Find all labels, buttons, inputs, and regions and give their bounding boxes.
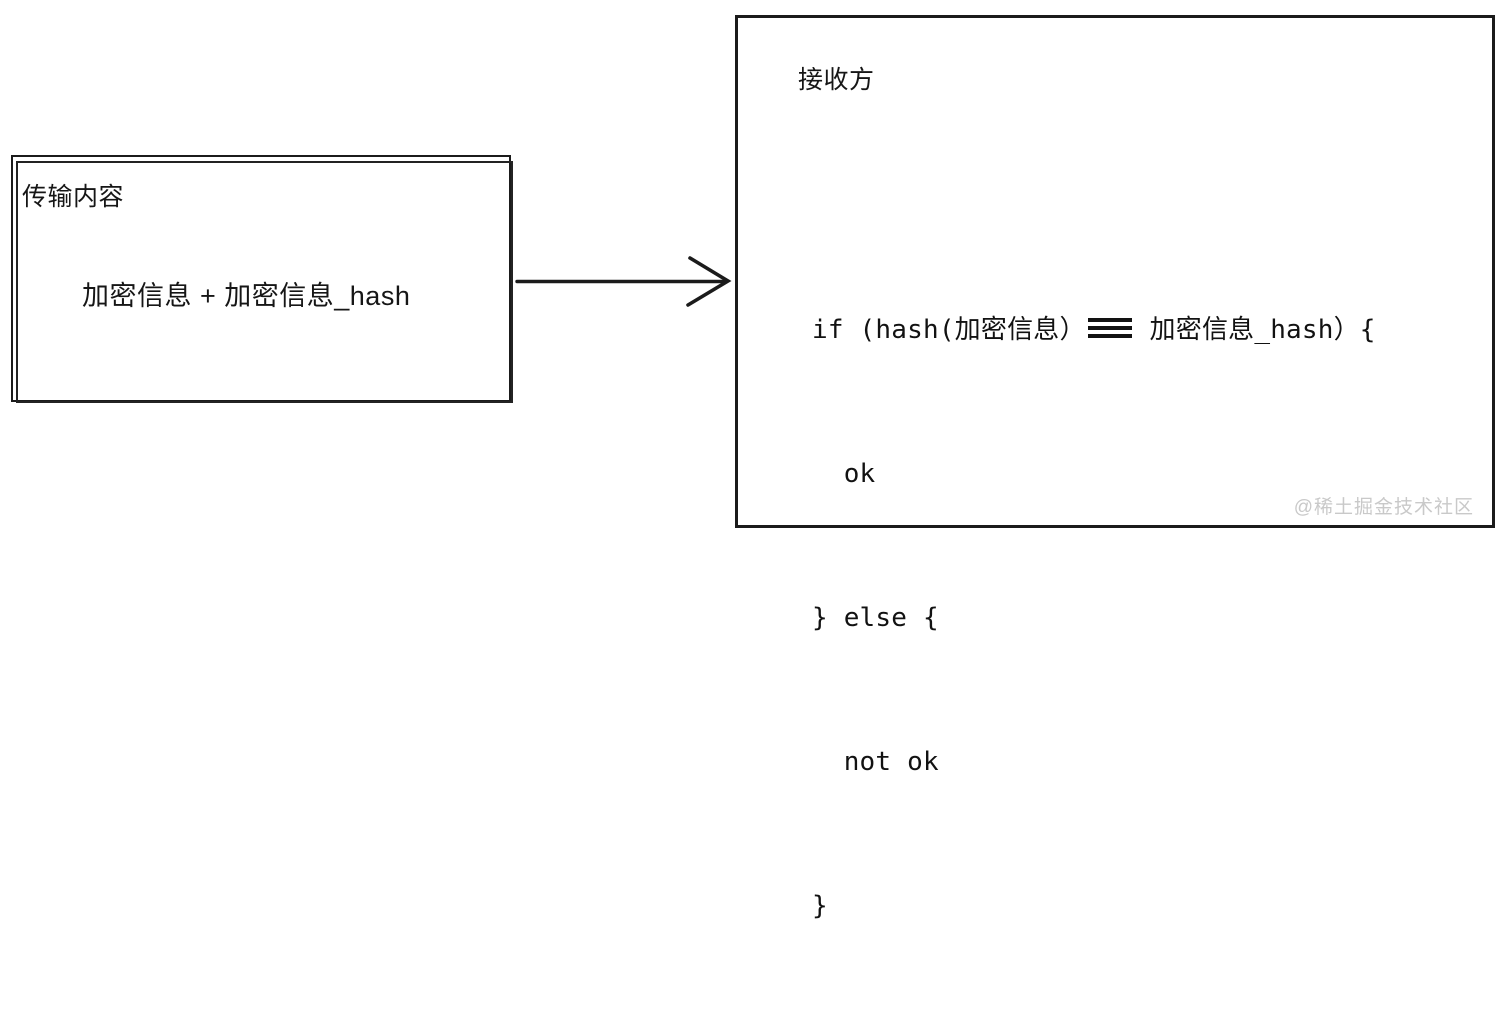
transmission-arrow-icon [515, 256, 732, 307]
receiver-box-label: 接收方 [798, 66, 875, 94]
strict-equality-operator-icon [1087, 315, 1132, 341]
transmission-box-content: 加密信息 + 加密信息_hash [82, 281, 411, 311]
receiver-code-block: if (hash(加密信息） 加密信息_hash）{ ok } else { n… [812, 204, 1376, 1032]
receiver-box: @稀土掘金技术社区 [735, 15, 1495, 528]
code-line-ok: ok [812, 459, 876, 489]
code-line-not-ok: not ok [812, 747, 939, 777]
code-line-if: if (hash(加密信息） 加密信息_hash）{ [812, 312, 1376, 348]
watermark: @稀土掘金技术社区 [1293, 497, 1474, 518]
transmission-box-label: 传输内容 [22, 183, 125, 211]
code-line-close-brace: } [812, 891, 828, 921]
diagram-canvas: 传输内容 加密信息 + 加密信息_hash @稀土掘金技术社区 接收方 if (… [11, 15, 1495, 921]
code-if-condition-right: 加密信息_hash）{ [1133, 315, 1376, 345]
code-if-condition-left: if (hash(加密信息） [812, 315, 1086, 345]
code-line-else: } else { [812, 603, 939, 633]
